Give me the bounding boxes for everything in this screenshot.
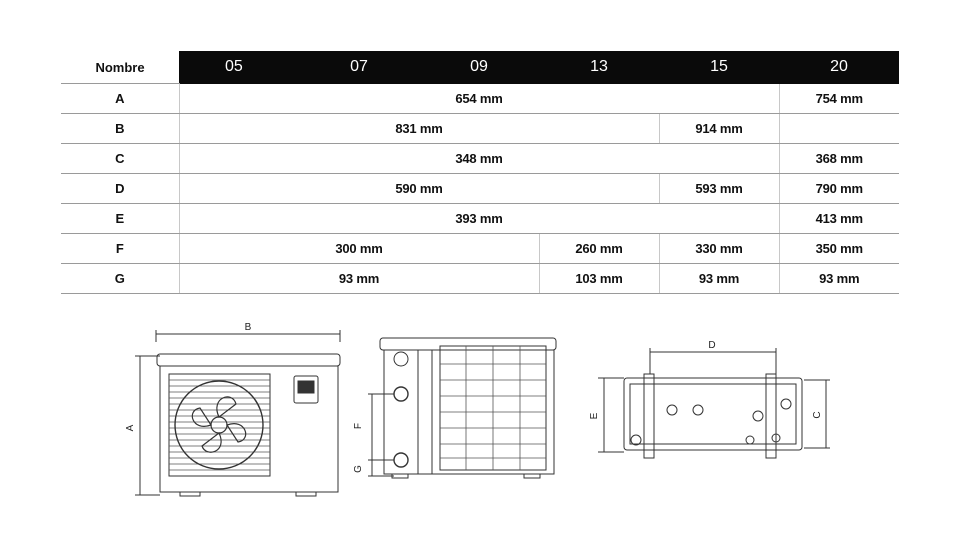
grille-slats [169,379,270,471]
front-view-drawing [135,330,341,497]
base-outline [623,377,803,451]
water-inlet-icon [393,452,409,468]
top-label-c: C [812,411,823,418]
dimension-value-cell: 654 mm [178,83,779,114]
row-label-cell: B [61,113,179,144]
side-foot-right [523,473,541,479]
side-view-drawing [368,337,557,479]
foot-left [179,491,201,497]
dimension-value-cell: 260 mm [538,233,659,264]
fan-blades [191,396,247,453]
mount-bracket-right [765,373,777,459]
mount-hole-icon [752,410,764,422]
model-header-09: 09 [419,51,539,84]
dimension-value-cell: 348 mm [178,143,779,174]
dimension-value-cell: 831 mm [178,113,659,144]
water-outlet-icon [393,386,409,402]
dimension-value-cell: 93 mm [178,263,539,294]
mount-hole-icon [771,433,781,443]
side-cabinet [383,349,555,475]
table-header-row: Nombre 05 07 09 13 15 20 [61,51,899,84]
row-label-cell: G [61,263,179,294]
fan-icon [174,380,264,470]
base-inner [629,383,797,445]
mount-hole-icon [666,404,678,416]
unit-drawings: B A F G [125,322,830,497]
foot-right [295,491,317,497]
mount-hole-icon [692,404,704,416]
header-name-cell: Nombre [61,51,179,84]
mount-hole-icon [630,434,642,446]
top-cover [156,353,341,367]
model-header-20: 20 [779,51,899,84]
evaporator-cells [440,346,546,470]
dimension-value-cell: 413 mm [778,203,899,234]
front-grille [168,373,271,477]
model-header-13: 13 [539,51,659,84]
dimension-value-cell: 368 mm [778,143,899,174]
dimension-value-cell: 330 mm [658,233,779,264]
dimension-value-cell: 393 mm [178,203,779,234]
front-label-b: B [245,322,252,333]
model-header-15: 15 [659,51,779,84]
model-header-05: 05 [179,51,299,84]
dimension-value-cell: 300 mm [178,233,539,264]
top-view-drawing [598,348,830,459]
control-panel [293,375,319,404]
pressure-gauge-icon [393,351,409,367]
dimension-value-cell: 590 mm [178,173,659,204]
top-label-d: D [708,340,715,351]
side-label-f: F [353,423,364,429]
row-label-cell: C [61,143,179,174]
dimension-value-cell: 790 mm [778,173,899,204]
dimension-value-cell: 593 mm [658,173,779,204]
row-label-cell: D [61,173,179,204]
dimension-value-cell: 103 mm [538,263,659,294]
model-header-07: 07 [299,51,419,84]
fan-hub [210,416,228,434]
top-label-e: E [589,412,600,419]
side-label-g: G [353,465,364,473]
mount-hole-icon [745,435,755,445]
display-screen [297,380,315,394]
dimension-value-cell [778,113,899,144]
dimension-value-cell: 93 mm [658,263,779,294]
front-label-a: A [125,424,136,431]
mount-hole-icon [780,398,792,410]
dimension-value-cell: 350 mm [778,233,899,264]
side-top-cover [379,337,557,351]
row-label-cell: A [61,83,179,114]
dimension-value-cell: 754 mm [778,83,899,114]
row-label-cell: F [61,233,179,264]
row-label-cell: E [61,203,179,234]
dimension-value-cell: 93 mm [778,263,899,294]
side-foot-left [391,473,409,479]
mount-bracket-left [643,373,655,459]
front-cabinet [159,365,339,493]
dimension-value-cell: 914 mm [658,113,779,144]
